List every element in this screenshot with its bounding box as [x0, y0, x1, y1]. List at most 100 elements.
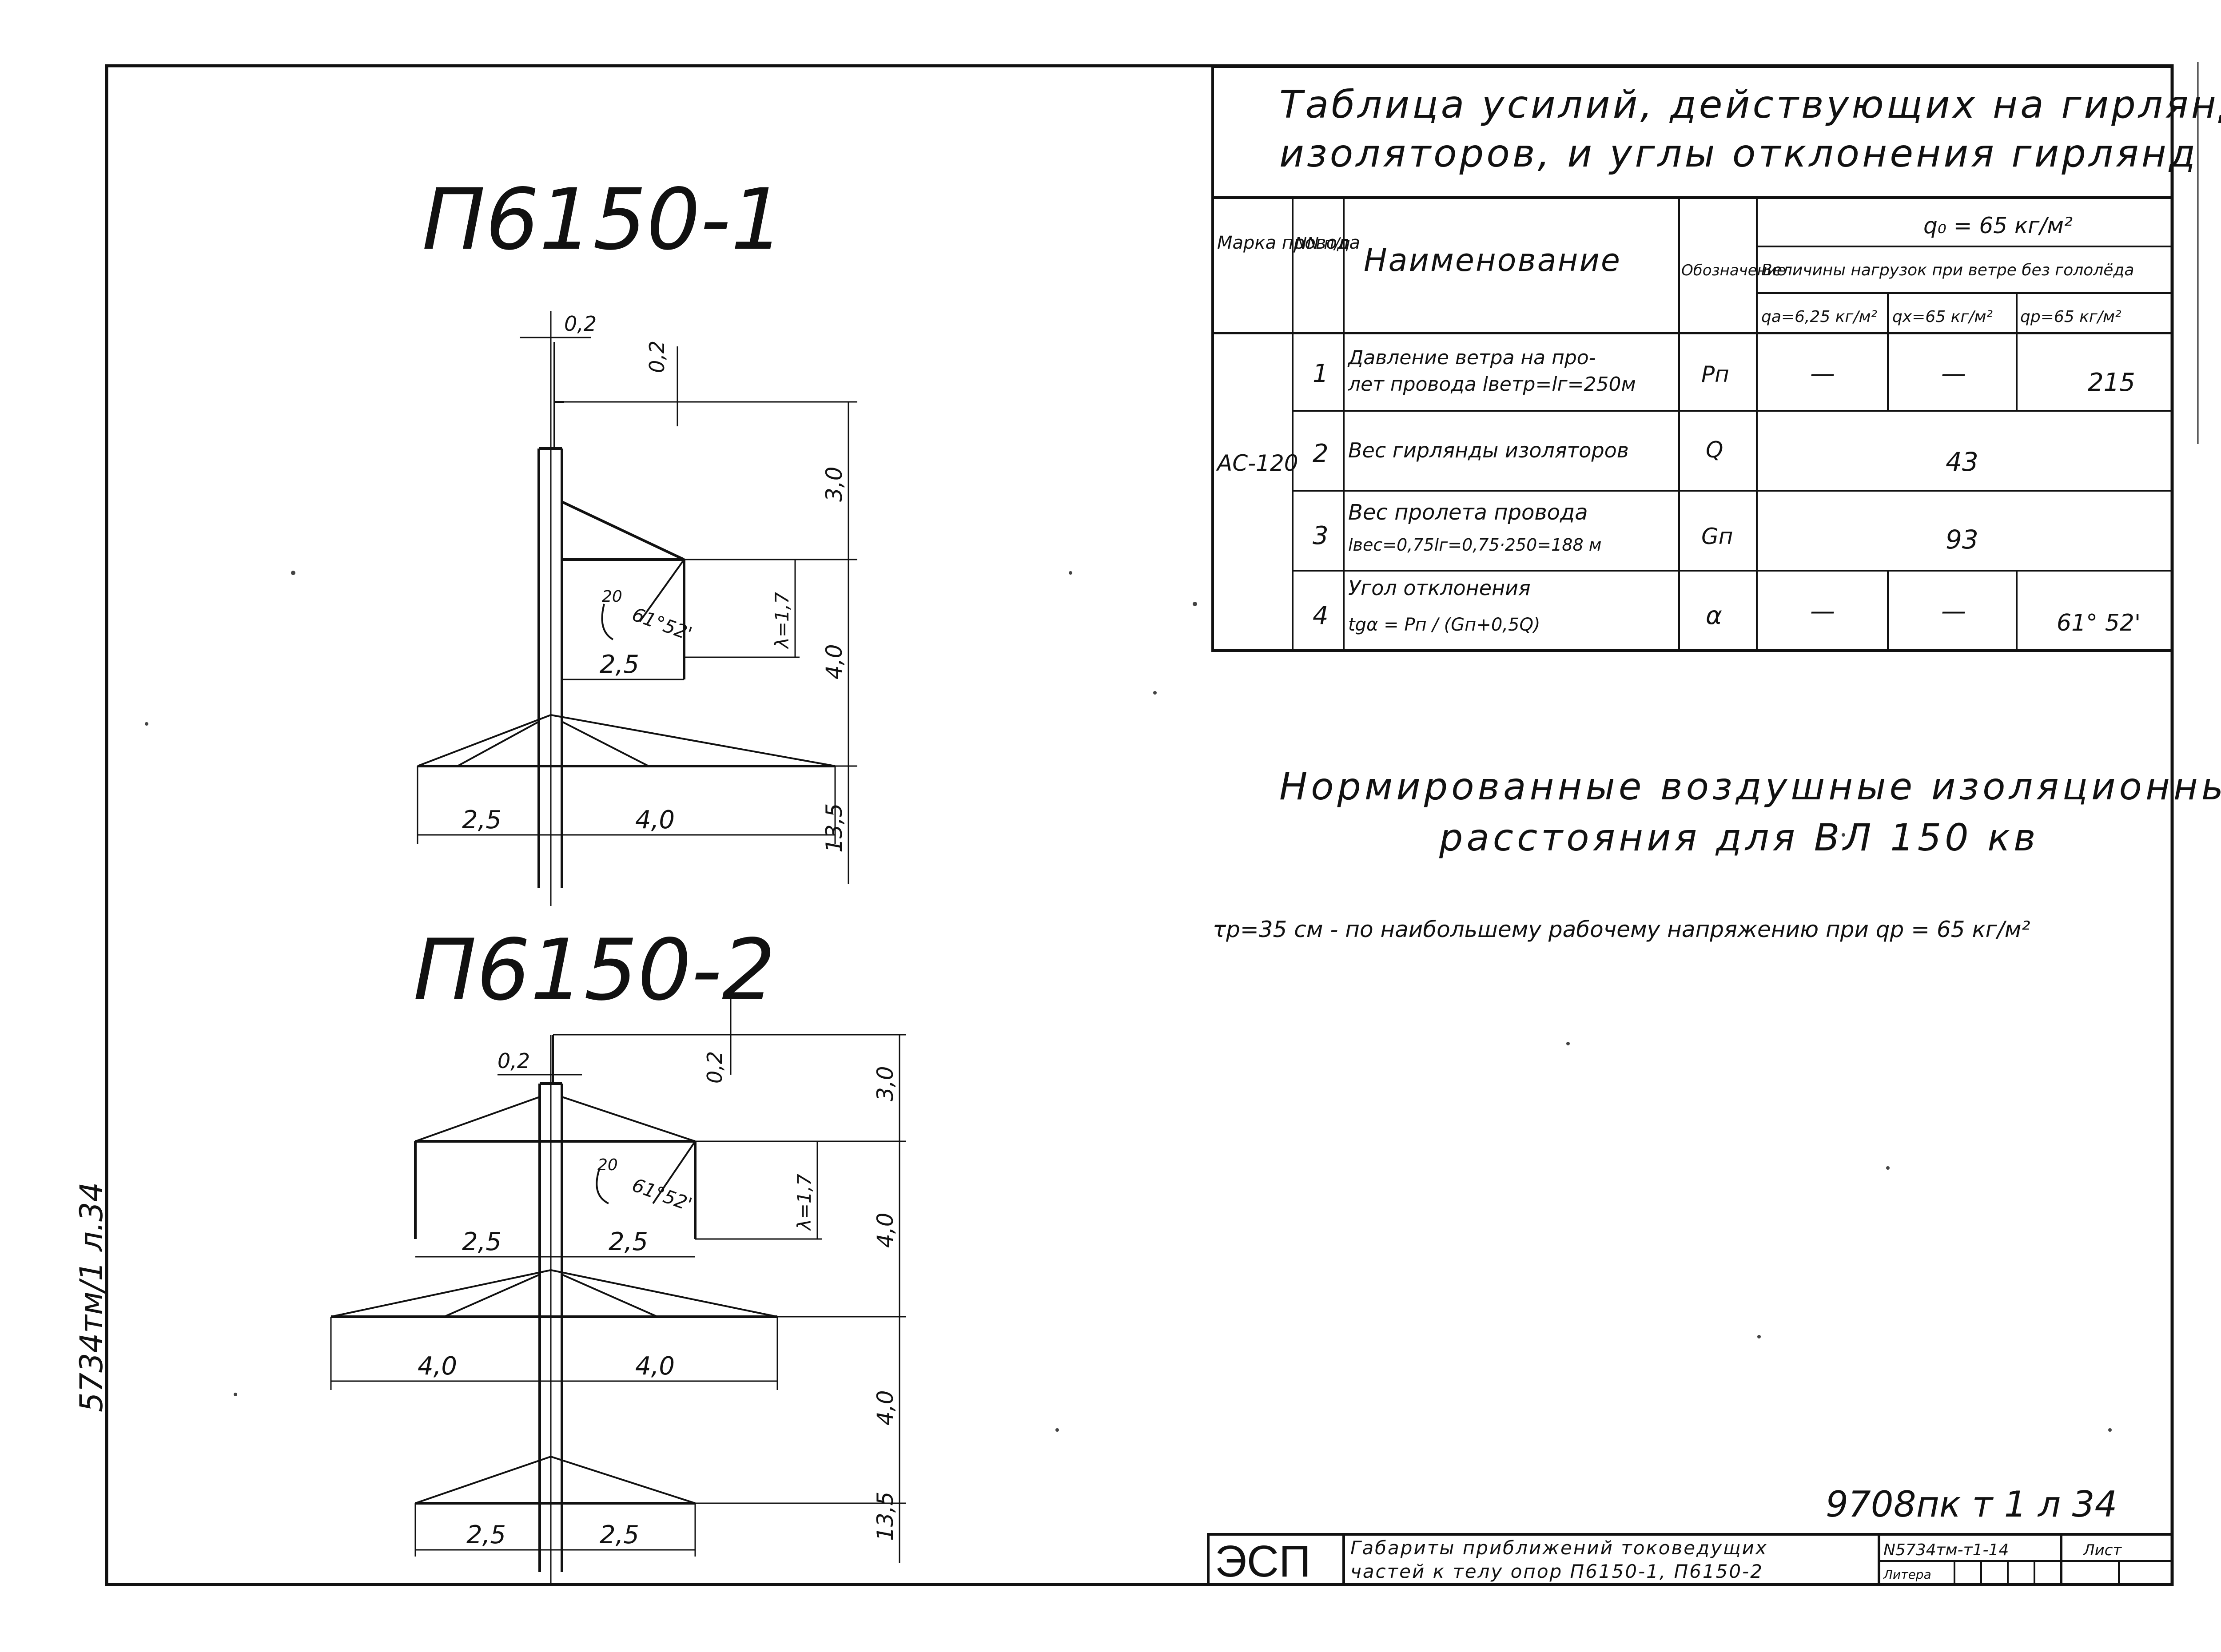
forces-table-text: Таблица усилий, действующих на гирлянду …: [1216, 83, 2221, 636]
tower2-dim-h4: 13,5: [872, 1492, 898, 1541]
hdr-mark-text: Марка провода: [1217, 233, 1360, 253]
hdr-q0: q₀ = 65 кг/м²: [1923, 213, 2073, 238]
tower2-mid-brace-il: [444, 1274, 540, 1318]
norm-line2: расстояния для ВЛ 150 кв: [1439, 816, 2039, 859]
speck: [2108, 1428, 2112, 1432]
row1-name1: Давление ветра на про-: [1347, 346, 1596, 369]
sheet-frame: [105, 64, 2174, 1586]
left-side-note: 5734тм/1 л.34: [73, 1182, 110, 1412]
sheet-ref: 9708пк т 1 л 34: [1826, 1484, 2117, 1525]
row1-name2: лет провода lветр=lг=250м: [1348, 373, 1636, 396]
row4-qp: 61° 52': [2057, 610, 2141, 636]
row1-desig: Pп: [1701, 361, 1729, 387]
tower1-dim-top-small: 0,2: [564, 312, 597, 336]
tower1-dim-angle-small: 20: [602, 588, 622, 606]
tower2-mid-brace-r: [550, 1269, 778, 1318]
scan-specks: [145, 571, 2112, 1432]
speck: [1842, 833, 1845, 837]
tower-pb150-1: П6150-1: [417, 171, 857, 906]
stamp-org: ЭСП: [1215, 1537, 1311, 1586]
stamp-litera: Литера: [1883, 1567, 1931, 1582]
tower1-dim-h1: 3,0: [821, 466, 847, 502]
tower2-dim-top-small: 0,2: [498, 1049, 530, 1073]
tower1-dim-arm-upper: 2,5: [600, 650, 639, 679]
tower2-dim-lambda: λ=1,7: [793, 1174, 815, 1231]
tower1-brace-ir: [561, 721, 649, 767]
speck: [291, 571, 295, 575]
table-title-line1: Таблица усилий, действующих на гирлянду: [1279, 83, 2221, 127]
tower2-dim-arm1-left: 2,5: [462, 1227, 502, 1256]
table-title-line2: изоляторов, и углы отклонения гирлянд: [1279, 131, 2198, 176]
table-frame: [1211, 65, 2173, 652]
speck: [1055, 1428, 1059, 1432]
speck: [234, 1393, 237, 1396]
tower2-dim-angle-small: 20: [597, 1156, 618, 1174]
row3-name2: lвес=0,75lг=0,75·250=188 м: [1348, 535, 1601, 555]
hdr-nn: NN п/п: [1295, 234, 1350, 253]
row2-n: 2: [1313, 439, 1329, 468]
hdr-desig: Обозначение: [1681, 262, 1786, 279]
tower1-dim-lambda: λ=1,7: [771, 592, 793, 649]
tower2-low-brace-r: [550, 1456, 696, 1504]
row2-name1: Вес гирлянды изоляторов: [1348, 438, 1629, 462]
hdr-qx: qx=65 кг/м²: [1892, 308, 1993, 326]
row1-qp: 215: [2088, 368, 2135, 397]
tower2-upper-brace-l: [415, 1096, 540, 1142]
tower2-dim-angle: 61°52': [629, 1174, 695, 1215]
norm-note: τp=35 см - по наибольшему рабочему напря…: [1213, 917, 2030, 942]
row4-desig: α: [1706, 601, 1722, 630]
speck: [1153, 691, 1157, 695]
tower1-title: П6150-1: [422, 171, 784, 269]
tower2-upper-brace-r: [561, 1096, 696, 1142]
tower2-dim-h1: 3,0: [872, 1066, 898, 1101]
tower2-title: П6150-2: [413, 921, 776, 1019]
stamp-title2: частей к телу опор П6150-1, П6150-2: [1350, 1561, 1763, 1582]
tower1-dim-top-small2: 0,2: [645, 341, 669, 373]
norm-line1: Нормированные воздушные изоляционные: [1279, 765, 2221, 808]
row4-n: 4: [1313, 601, 1329, 630]
tower-pb150-2: П6150-2: [330, 921, 906, 1585]
tower1-dim-h3: 13,5: [821, 803, 847, 853]
row3-n: 3: [1313, 521, 1329, 550]
row4-qx: —: [1941, 597, 1966, 626]
row4-qa: —: [1810, 597, 1835, 626]
row3-merged: 93: [1946, 524, 1978, 555]
tower1-swing-line: [639, 559, 685, 623]
hdr-name: Наименование: [1364, 242, 1621, 278]
stamp-sheet-label: Лист: [2082, 1541, 2122, 1559]
tower2-dim-arm2-left: 4,0: [418, 1352, 457, 1381]
speck: [1566, 1042, 1570, 1045]
tower1-upper-brace: [561, 500, 685, 561]
row2-merged: 43: [1946, 447, 1978, 477]
row2-desig: Q: [1706, 437, 1723, 463]
tower2-labels: 0,2 0,2 3,0 4,0 4,0 13,5 λ=1,7 20 61°52'…: [418, 1049, 898, 1549]
tower2-low-brace-l: [415, 1456, 551, 1504]
stamp-title1: Габариты приближений токоведущих: [1350, 1537, 1768, 1559]
mark-value: АС-120: [1216, 450, 1298, 476]
tower1-angle-arc: [601, 604, 614, 640]
row4-name1: Угол отклонения: [1348, 576, 1531, 600]
tower1-dim-arm-right: 4,0: [635, 806, 675, 834]
tower2-dim-arm2-right: 4,0: [635, 1352, 675, 1381]
tower1-brace-r: [550, 714, 836, 767]
tower1-dim-h2: 4,0: [821, 644, 847, 679]
title-block: 9708пк т 1 л 34 ЭСП Габариты приближений…: [1207, 1484, 2173, 1586]
row3-desig: Gп: [1701, 524, 1733, 549]
tower2-dim-h2: 4,0: [872, 1212, 898, 1248]
tower2-dim-h3: 4,0: [872, 1390, 898, 1426]
speck: [1193, 602, 1197, 606]
tower2-dim-arm3-right: 2,5: [600, 1521, 639, 1549]
tower2-mid-brace-ir: [561, 1274, 658, 1318]
tower1-brace-il: [457, 721, 539, 767]
row4-name2: tgα = Pп / (Gп+0,5Q): [1348, 615, 1540, 635]
hdr-mark: Марка провода: [1217, 233, 1360, 253]
norm-block: Нормированные воздушные изоляционные рас…: [1213, 765, 2221, 942]
tower1-labels: 0,2 0,2 3,0 4,0 13,5 λ=1,7 20 61°52' 2,5…: [462, 312, 847, 853]
row1-qa: —: [1810, 359, 1835, 388]
tower2-mid-brace-l: [330, 1269, 551, 1318]
speck: [1757, 1335, 1761, 1338]
tower2-dim-arm3-left: 2,5: [466, 1521, 506, 1549]
forces-table: [1211, 65, 2173, 652]
speck: [145, 722, 148, 726]
